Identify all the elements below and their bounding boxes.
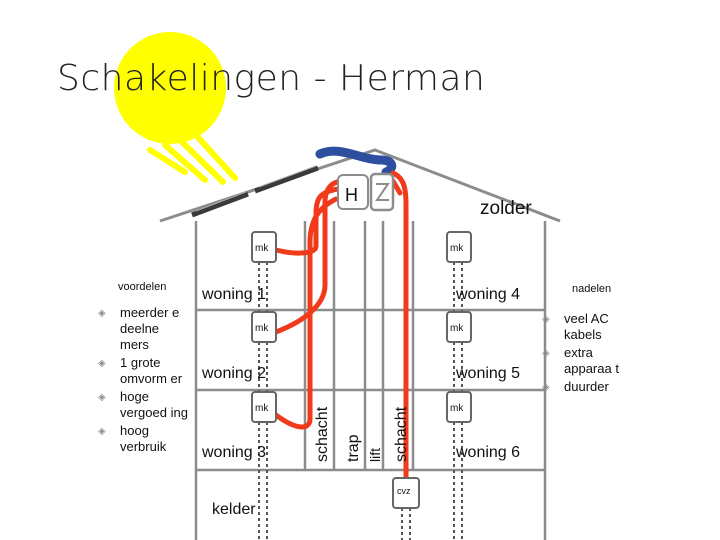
meter-box: mk: [446, 391, 472, 423]
svg-text:cvz: cvz: [397, 486, 411, 496]
advantages-heading: voordelen: [118, 281, 167, 293]
heating-pipes: [273, 170, 409, 487]
heat-pump-label: H: [345, 185, 358, 205]
svg-text:mk: mk: [255, 243, 269, 254]
dwelling-label: woning 3: [201, 444, 266, 461]
shaft-label-left: schacht: [314, 406, 331, 462]
disadvantages-heading: nadelen: [572, 283, 612, 295]
diamond-bullet-icon: ◈: [98, 426, 106, 437]
list-item: ◈extra apparaa t: [542, 345, 619, 376]
list-item: ◈hoog verbruik: [98, 423, 167, 454]
meter-box: mk: [446, 231, 472, 263]
diamond-bullet-icon: ◈: [542, 348, 550, 359]
svg-text:mk: mk: [450, 403, 464, 414]
heat-pump-box: [337, 174, 369, 210]
svg-text:mk: mk: [450, 243, 464, 254]
building-walls: [194, 221, 547, 540]
svg-text:mk: mk: [255, 323, 269, 334]
attic-label: zolder: [480, 198, 532, 219]
sun-icon: [114, 32, 238, 185]
advantages-list: voordelen ◈meerder e deelne mers ◈1 grot…: [96, 279, 188, 457]
diamond-bullet-icon: ◈: [542, 314, 550, 325]
meter-box: mk: [251, 391, 277, 423]
meter-columns: [258, 262, 463, 540]
dwelling-label: woning 2: [201, 365, 266, 382]
list-item: ◈1 grote omvorm er: [98, 355, 183, 386]
stairs-label: trap: [345, 434, 362, 462]
diamond-bullet-icon: ◈: [542, 382, 550, 393]
floor-lines: [196, 308, 545, 472]
list-item: ◈meerder e deelne mers: [98, 305, 180, 352]
svg-text:mk: mk: [450, 323, 464, 334]
basement-label: kelder: [212, 501, 256, 518]
roof-wiring: [315, 146, 397, 177]
dwelling-label: woning 1: [201, 286, 266, 303]
shaft-label-right: schacht: [393, 406, 410, 462]
list-item: ◈hoge vergoed ing: [98, 389, 188, 420]
diamond-bullet-icon: ◈: [98, 308, 106, 319]
dwelling-label: woning 5: [455, 365, 520, 382]
tank-icon: [369, 172, 395, 212]
cvz-box: cvz: [392, 477, 420, 509]
lift-label: lift: [367, 448, 383, 462]
disadvantages-list: nadelen ◈veel AC kabels ◈extra apparaa t…: [540, 281, 624, 397]
meter-box: mk: [251, 311, 277, 343]
svg-text:mk: mk: [255, 403, 269, 414]
page-title: Schakelingen - Herman: [57, 58, 486, 99]
diamond-bullet-icon: ◈: [98, 358, 106, 369]
dwelling-label: woning 6: [455, 444, 520, 461]
solar-panels: [191, 165, 319, 218]
list-item: ◈veel AC kabels: [542, 311, 609, 342]
diamond-bullet-icon: ◈: [98, 392, 106, 403]
list-item: ◈duurder: [542, 379, 609, 394]
meter-box: mk: [446, 311, 472, 343]
dwelling-label: woning 4: [455, 286, 520, 303]
meter-box: mk: [251, 231, 277, 263]
